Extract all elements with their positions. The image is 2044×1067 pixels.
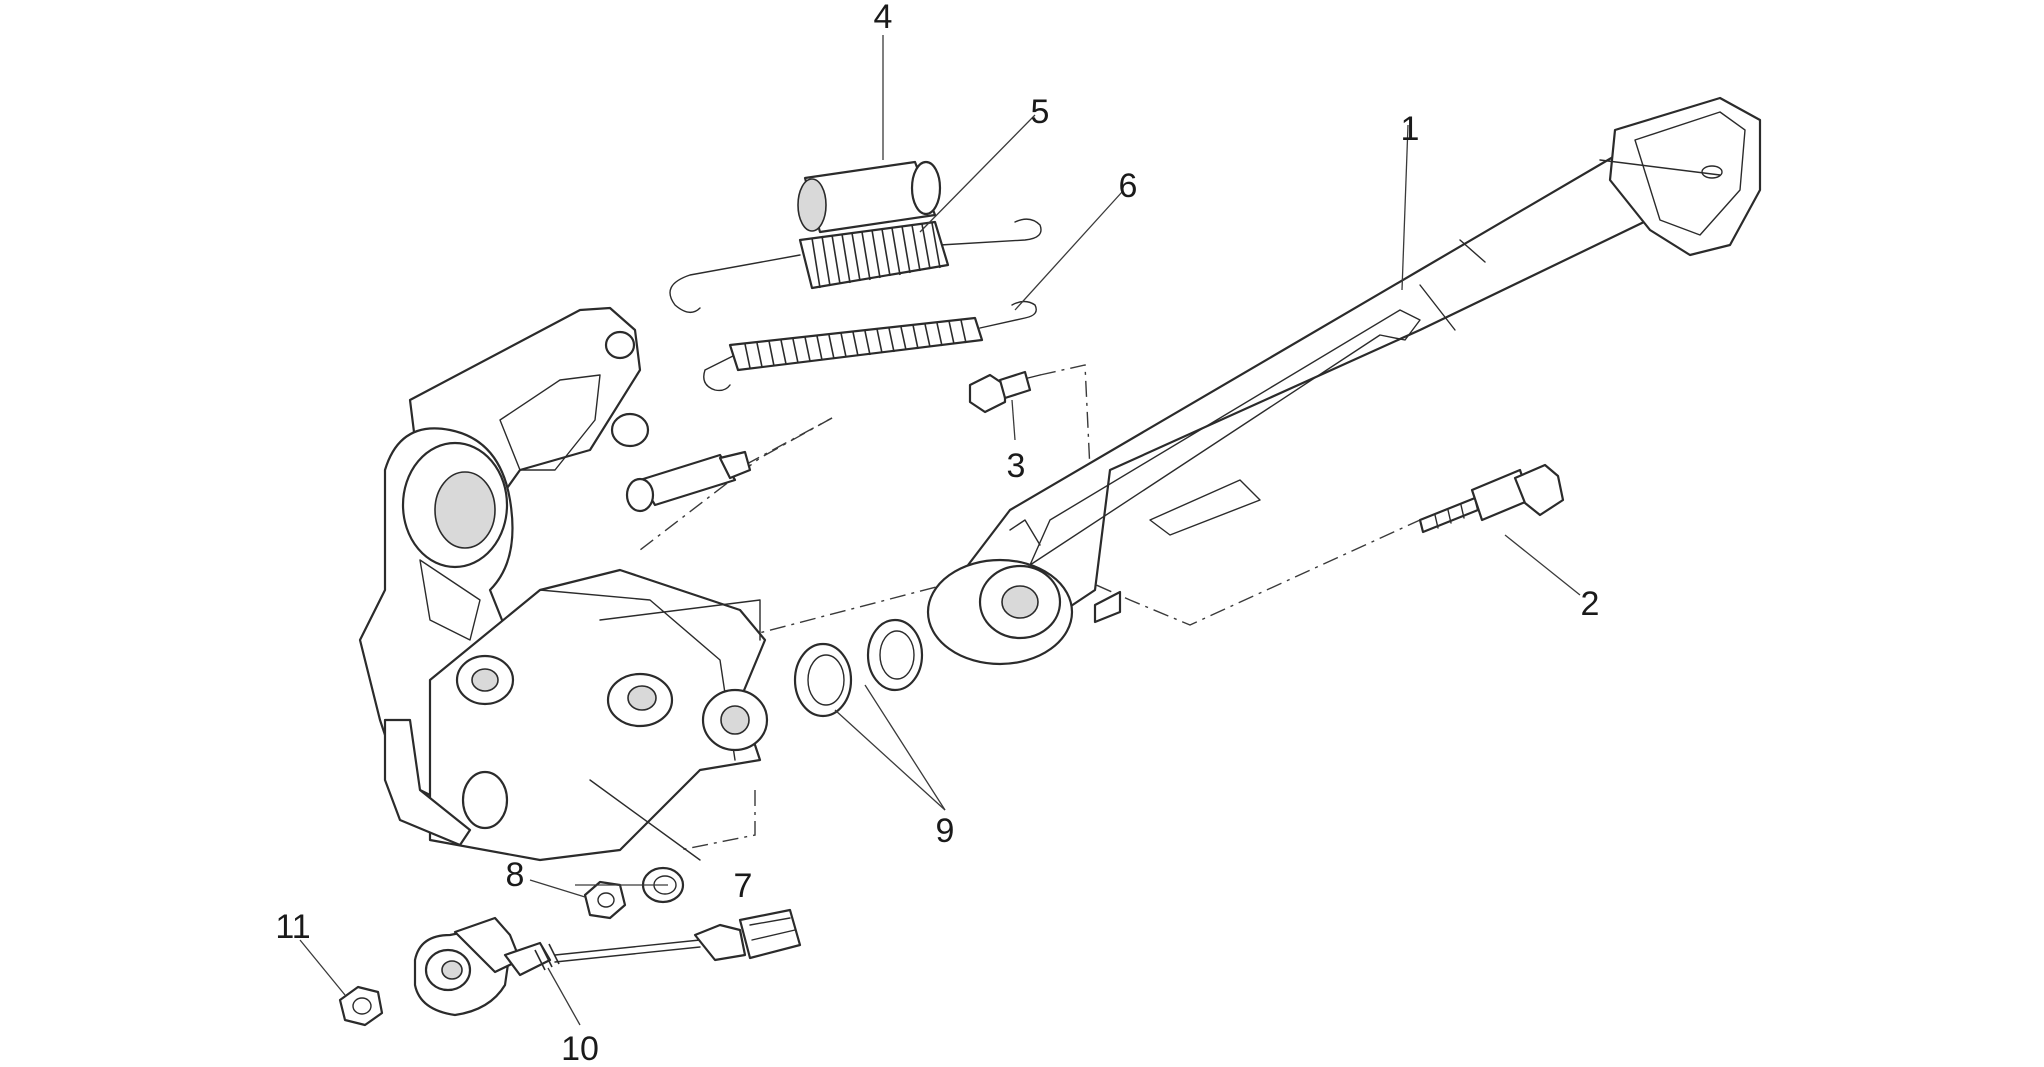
screw-part-3 (968, 370, 1041, 414)
nut-part-11 (338, 985, 384, 1027)
callout-2: 2 (1581, 585, 1600, 623)
callout-6: 6 (1119, 167, 1138, 205)
callout-9: 9 (936, 812, 955, 850)
callout-8: 8 (506, 856, 525, 894)
bolt-part-2 (1418, 463, 1565, 534)
callout-7: 7 (734, 867, 753, 905)
side-stand-arm (926, 96, 1762, 666)
callout-4: 4 (874, 0, 893, 36)
callout-1: 1 (1401, 110, 1420, 148)
nut-part-8 (583, 880, 627, 920)
callout-11: 11 (275, 908, 310, 946)
callout-10: 10 (561, 1030, 599, 1067)
spring-part-6 (703, 300, 1037, 392)
callout-5: 5 (1031, 93, 1050, 131)
stand-bracket (358, 306, 769, 862)
sensor-part-10 (413, 908, 802, 1017)
leader-lines (299, 35, 1581, 1026)
sleeve-part-4 (797, 160, 942, 234)
spring-part-5 (669, 218, 1042, 313)
callout-3: 3 (1007, 447, 1026, 485)
callout-labels: 1 2 3 4 5 6 7 8 9 10 11 (275, 0, 1599, 1067)
washers-part-9 (793, 618, 924, 718)
